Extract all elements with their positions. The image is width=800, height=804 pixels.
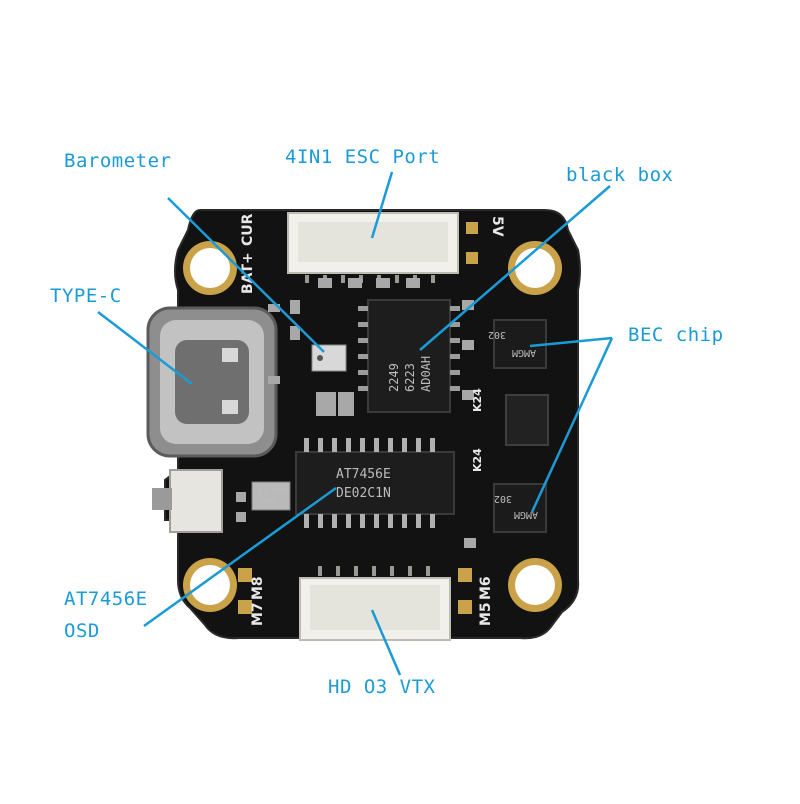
bec-bottom-label-2: AMGM (514, 509, 538, 520)
bec-chip-bottom: 302 AMGM (493, 483, 547, 533)
callout-osd-line1: AT7456E (64, 588, 148, 610)
passive-components (236, 278, 476, 548)
osd-leader (143, 486, 337, 628)
motor-pads (238, 222, 478, 614)
black-box-flash-chip: 2249 6223 AD0AH (358, 299, 460, 413)
flash-label-3: AD0AH (419, 356, 433, 392)
crystal-oscillator: 27.000 MHZ (251, 481, 291, 511)
osd-chip-label-2: DE02C1N (336, 486, 391, 501)
crystal-label-1: 27.000 (258, 487, 287, 496)
bec-chip-top: 302 AMGM (488, 319, 547, 369)
osd-chip-label-1: AT7456E (336, 467, 391, 482)
bec-top-label-1: 302 (488, 329, 506, 340)
silk-m7: M7 (250, 602, 266, 626)
silk-k24-a: K24 (471, 388, 484, 412)
esc-port-leader (370, 171, 394, 239)
mounting-hole-top-left (183, 241, 237, 295)
osd-chip: AT7456E DE02C1N (295, 438, 455, 528)
crystal-label-2: MHZ (262, 497, 277, 506)
silk-bat: BAT+ (240, 252, 256, 294)
esc-port-connector (287, 212, 459, 283)
side-connector (152, 469, 223, 533)
callout-osd-line2: OSD (64, 620, 100, 642)
callout-black-box: black box (566, 164, 674, 186)
silk-k24-b: K24 (471, 448, 484, 472)
silk-m8: M8 (250, 576, 266, 600)
mounting-hole-bottom-right (508, 558, 562, 612)
silk-cur: CUR (240, 213, 256, 246)
silk-5v: 5V (489, 216, 505, 237)
bec-bottom-leader (530, 337, 614, 513)
bec-top-label-2: AMGM (512, 347, 536, 358)
flash-label-1: 2249 (387, 363, 401, 392)
vtx-leader (370, 609, 402, 676)
callout-vtx: HD O3 VTX (328, 676, 436, 698)
type-c-leader (97, 311, 193, 385)
barometer-chip (311, 344, 347, 372)
barometer-leader (167, 197, 325, 353)
bec-bottom-label-1: 302 (494, 493, 512, 504)
callout-esc-port: 4IN1 ESC Port (285, 146, 441, 168)
callout-type-c: TYPE-C (50, 285, 122, 307)
vtx-connector (299, 566, 451, 641)
callout-bec-chip: BEC chip (628, 324, 724, 346)
usb-c-connector (146, 306, 278, 458)
inductor (505, 394, 549, 446)
mounting-hole-top-right (508, 241, 562, 295)
flash-label-2: 6223 (403, 363, 417, 392)
mounting-hole-bottom-left (183, 558, 237, 612)
black-box-leader (419, 185, 611, 351)
callout-lines (97, 171, 614, 676)
silk-m6: M6 (478, 576, 494, 600)
callout-barometer: Barometer (64, 150, 172, 172)
silk-m5: M5 (478, 602, 494, 626)
bec-top-leader (529, 336, 613, 348)
